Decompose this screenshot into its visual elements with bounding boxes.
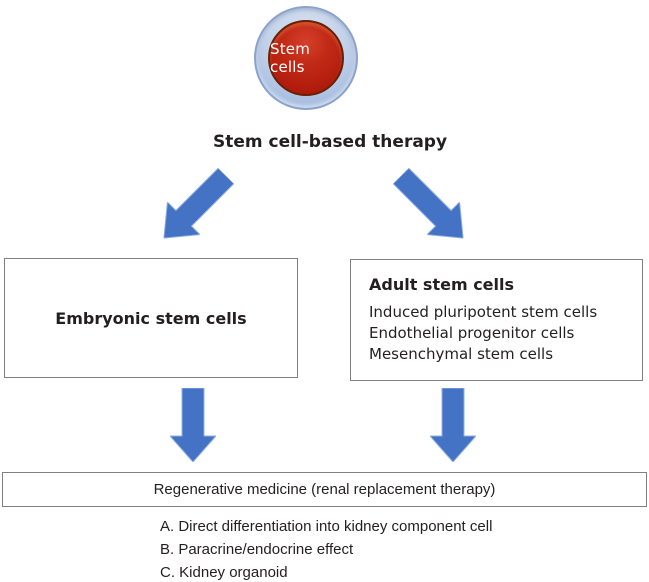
stem-cells-core: Stem cells bbox=[268, 20, 344, 96]
adult-stem-cells-title: Adult stem cells bbox=[369, 275, 515, 294]
outcome-item: C. Kidney organoid bbox=[160, 564, 288, 581]
arrow-down-icon bbox=[170, 388, 216, 462]
outcome-list: A. Direct differentiation into kidney co… bbox=[160, 515, 492, 582]
adult-stem-cells-item: Endothelial progenitor cells bbox=[369, 324, 575, 342]
stem-cells-label: Stem cells bbox=[270, 40, 311, 76]
adult-stem-cells-item: Mesenchymal stem cells bbox=[369, 345, 554, 363]
adult-stem-cells-box: Adult stem cells Induced pluripotent ste… bbox=[350, 259, 643, 381]
diagram-title: Stem cell-based therapy bbox=[212, 132, 448, 152]
arrow-down-icon bbox=[430, 388, 476, 462]
outcome-item: A. Direct differentiation into kidney co… bbox=[160, 518, 493, 535]
embryonic-stem-cells-box: Embryonic stem cells bbox=[4, 258, 298, 378]
regenerative-medicine-title: Regenerative medicine (renal replacement… bbox=[153, 481, 496, 498]
arrow-down-right-icon bbox=[385, 160, 480, 255]
stem-cells-sphere: Stem cells bbox=[254, 6, 358, 110]
adult-stem-cells-item: Induced pluripotent stem cells bbox=[369, 303, 598, 321]
regenerative-medicine-box: Regenerative medicine (renal replacement… bbox=[2, 472, 647, 507]
outcome-item: B. Paracrine/endocrine effect bbox=[160, 541, 354, 558]
arrow-down-left-icon bbox=[148, 160, 243, 255]
embryonic-stem-cells-title: Embryonic stem cells bbox=[55, 308, 247, 328]
